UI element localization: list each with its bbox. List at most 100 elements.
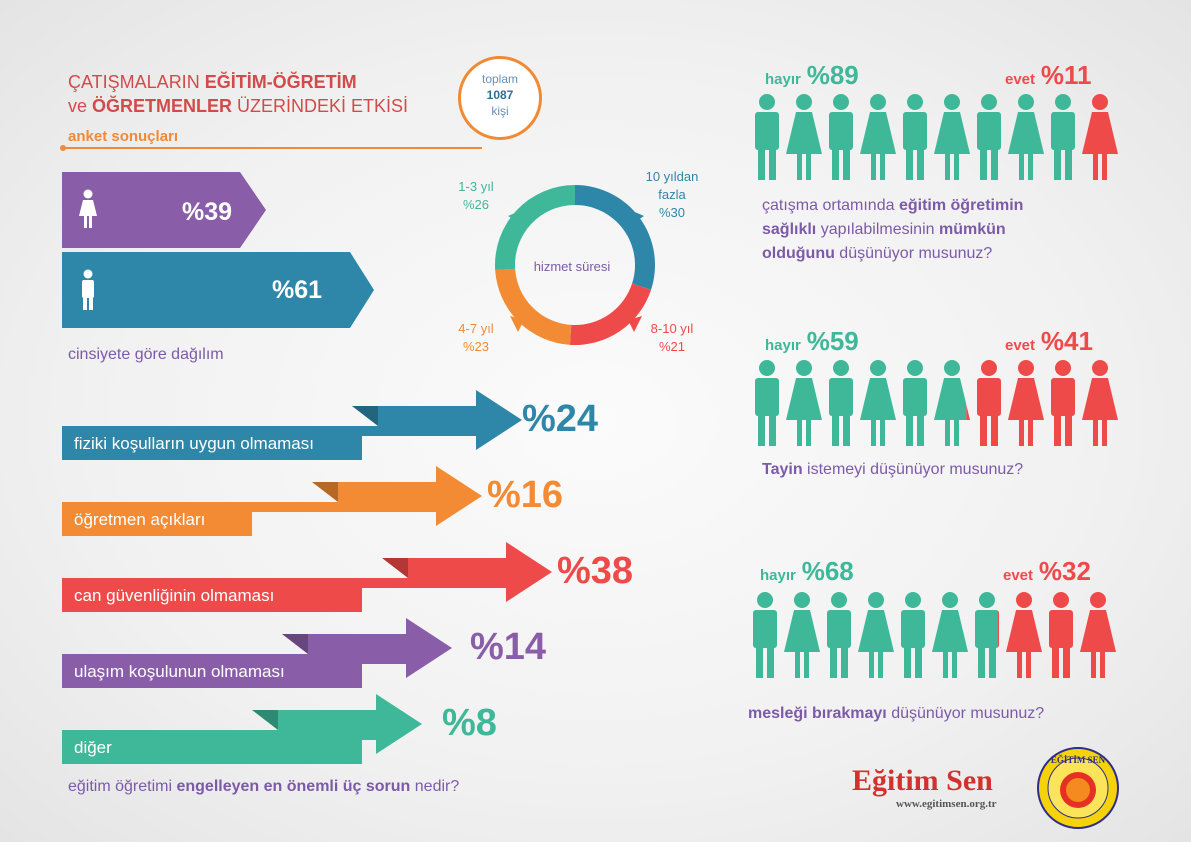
survey1-yes: evet %11 (1005, 60, 1092, 90)
survey1-no-male-icon-0 (755, 94, 779, 180)
survey3-question: mesleği bırakmayı düşünüyor musunuz? (748, 705, 1045, 722)
survey2-no-male-icon-2 (829, 360, 853, 446)
survey1-yes-group (1082, 94, 1118, 180)
logo-text: EĞİTİM SEN (1051, 755, 1106, 765)
problem-fold-1 (312, 482, 338, 502)
problem-label-4: diğer (74, 738, 112, 757)
survey3-no-female-icon-1 (784, 592, 820, 678)
problem-pct-1: %16 (487, 474, 564, 516)
problem-arrow-0 (352, 390, 522, 450)
survey2-no-male-icon-0 (755, 360, 779, 446)
survey2-yes-group (966, 360, 1118, 446)
survey2-yes-male-icon-8 (1051, 360, 1075, 446)
problem-arrow-4 (252, 694, 422, 754)
survey1-no-female-icon-5 (934, 94, 970, 180)
survey3-yes-male-icon-8 (1049, 592, 1073, 678)
survey1-no-group (755, 94, 1075, 180)
total-badge: toplam 1087 kişi (458, 56, 542, 140)
donut-segment-0 (575, 185, 655, 290)
survey3-people (753, 592, 1116, 678)
survey1-people (755, 94, 1118, 180)
donut-pointer-3 (508, 210, 522, 224)
problem-arrows (62, 390, 552, 764)
survey3-no-male-icon-4 (901, 592, 925, 678)
total-line1: toplam (481, 72, 519, 86)
page-title: ÇATIŞMALARIN EĞİTİM-ÖĞRETİM ve ÖĞRETMENL… (68, 70, 408, 118)
survey2-yes-female-icon-7 (1008, 360, 1044, 446)
survey3-no-male-icon-6 (975, 592, 998, 678)
survey2-no-female-icon-5 (934, 360, 967, 446)
survey3-yes-group (997, 592, 1116, 678)
survey2-question: Tayin istemeyi düşünüyor musunuz? (762, 461, 1024, 478)
survey3-yes-female-icon-7 (1006, 592, 1042, 678)
survey3-no-male-icon-2 (827, 592, 851, 678)
problem-bar-0 (62, 426, 362, 460)
survey2-no-group (755, 360, 967, 446)
donut-label-1-3: 1-3 yıl%26 (458, 179, 494, 212)
survey1-no-male-icon-6 (977, 94, 1001, 180)
survey2-yes-female-icon-9 (1082, 360, 1118, 446)
problem-label-1: öğretmen açıkları (74, 510, 206, 529)
brand-site: www.egitimsen.org.tr (896, 798, 997, 810)
survey2-yes: evet %41 (1005, 326, 1093, 356)
total-line2: kişi (491, 104, 509, 118)
gender-label: cinsiyete göre dağılım (68, 346, 224, 363)
donut-label-4-7: 4-7 yıl%23 (458, 321, 494, 354)
female-icon (79, 189, 97, 228)
survey3-yes: evet %32 (1003, 556, 1091, 586)
problem-bar-2 (62, 578, 362, 612)
survey1-no-male-icon-8 (1051, 94, 1075, 180)
donut-pointer-2 (510, 316, 524, 332)
problem-pct-2: %38 (557, 550, 634, 592)
problem-pct-0: %24 (522, 398, 599, 440)
problem-label-3: ulaşım koşulunun olmaması (74, 662, 285, 681)
survey1-yes-female-icon-9 (1082, 94, 1118, 180)
donut-segment-2 (495, 268, 572, 345)
survey3-no: hayır %68 (760, 556, 854, 586)
subtitle-dot (60, 145, 66, 151)
survey3-yes-female-icon-9 (1080, 592, 1116, 678)
survey1-no-male-icon-4 (903, 94, 927, 180)
survey1-no: hayır %89 (765, 60, 859, 90)
problem-bar-3 (62, 654, 362, 688)
survey3-no-male-icon-0 (753, 592, 777, 678)
title-line2-suffix: ÜZERİNDEKİ ETKİSİ (232, 96, 409, 116)
problem-arrow-2 (362, 542, 552, 602)
survey1-no-female-icon-3 (860, 94, 896, 180)
donut-pointer-0 (630, 210, 644, 224)
donut-center-label: hizmet süresi (533, 259, 611, 274)
survey1-no-female-icon-7 (1008, 94, 1044, 180)
survey3-no-female-icon-5 (932, 592, 968, 678)
donut-pointer-1 (628, 316, 642, 332)
problem-label-2: can güvenliğinin olmaması (74, 586, 275, 605)
survey2-no-female-icon-1 (786, 360, 822, 446)
male-bar (62, 252, 374, 328)
survey2-no-female-icon-3 (860, 360, 896, 446)
survey1-no-male-icon-2 (829, 94, 853, 180)
title-line1-prefix: ÇATIŞMALARIN (68, 72, 205, 92)
egitimsen-logo-icon: EĞİTİM SEN (1037, 747, 1119, 829)
survey3-no-female-icon-3 (858, 592, 894, 678)
survey2-no: hayır %59 (765, 326, 859, 356)
male-icon (82, 269, 94, 310)
problem-pct-4: %8 (442, 702, 497, 744)
survey2-no-male-icon-4 (903, 360, 927, 446)
subtitle-underline (62, 147, 482, 149)
title-line2-prefix: ve (68, 96, 93, 116)
problems-question: eğitim öğretimi engelleyen en önemli üç … (68, 778, 460, 795)
title-line1-bold: EĞİTİM-ÖĞRETİM (204, 72, 357, 92)
female-bar (62, 172, 266, 248)
survey2-yes-male-icon-6 (977, 360, 1001, 446)
survey2-people (755, 360, 1118, 446)
donut-label-8-10: 8-10 yıl%21 (650, 321, 694, 354)
problem-bar-1 (62, 502, 252, 536)
problem-arrow-3 (282, 618, 452, 678)
problem-fold-3 (282, 634, 308, 654)
problem-fold-4 (252, 710, 278, 730)
donut-segment-1 (569, 283, 652, 345)
gender-bars (62, 172, 374, 328)
brand-name: Eğitim Sen (852, 764, 993, 797)
total-number: 1087 (486, 88, 514, 102)
